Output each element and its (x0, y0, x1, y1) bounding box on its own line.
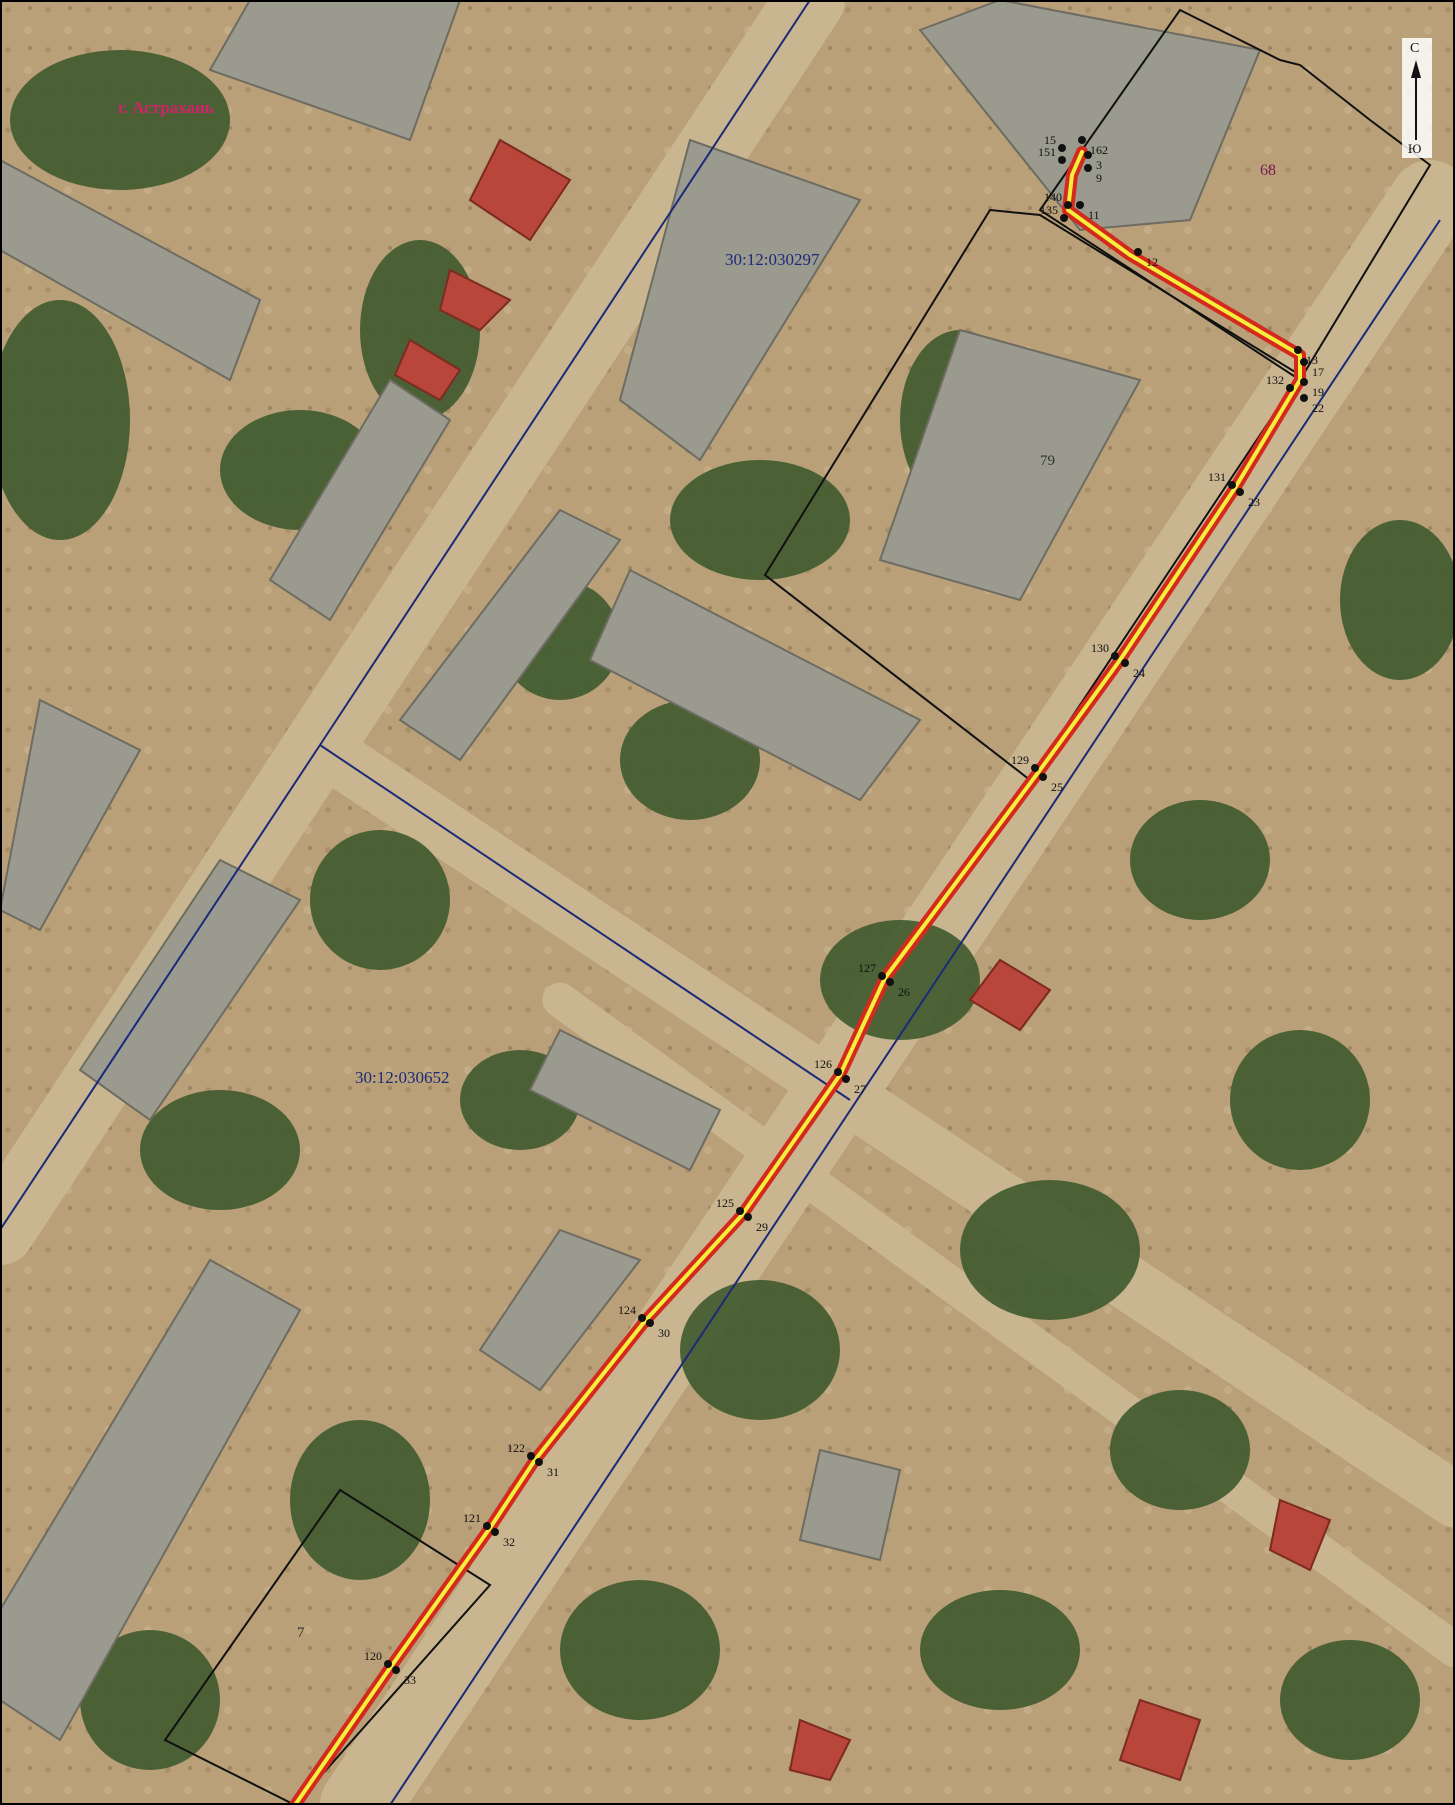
route-point-marker (491, 1528, 499, 1536)
route-point-label: 29 (756, 1220, 768, 1234)
route-point-label: 9 (1096, 171, 1102, 185)
route-point-marker (1286, 384, 1294, 392)
north-arrow-south-letter: Ю (1408, 141, 1421, 156)
route-point-marker (736, 1207, 744, 1215)
route-point-marker (1031, 764, 1039, 772)
route-point-marker (878, 972, 886, 980)
route-point-marker (1300, 358, 1308, 366)
route-point-marker (1058, 144, 1066, 152)
route-point-marker (1236, 488, 1244, 496)
route-point-label: 13 (1306, 353, 1318, 367)
route-point-marker (392, 1666, 400, 1674)
route-point-label: 151 (1038, 145, 1056, 159)
route-point-label: 23 (1248, 495, 1260, 509)
red-roofs (393, 138, 1332, 1782)
route-point-label: 135 (1040, 203, 1058, 217)
route-point-marker (744, 1213, 752, 1221)
parcel-label-79: 79 (1040, 453, 1055, 469)
route-point-marker (1060, 214, 1068, 222)
route-point-label: 32 (503, 1535, 515, 1549)
route-point-label: 12 (1146, 255, 1158, 269)
route-point-label: 130 (1091, 641, 1109, 655)
route-point-label: 162 (1090, 143, 1108, 157)
parcel-7-outline (163, 1488, 492, 1805)
route-point-label: 33 (404, 1673, 416, 1687)
quarter-label-30-12-030652: 30:12:030652 (355, 1068, 449, 1087)
route-point-label: 140 (1044, 190, 1062, 204)
route-point-marker (1078, 136, 1086, 144)
route-point-label: 127 (858, 961, 876, 975)
route-point-label: 126 (814, 1057, 832, 1071)
route-point-marker (886, 978, 894, 986)
route-point-marker (384, 1660, 392, 1668)
parcel-68-outline (1038, 8, 1432, 382)
route-point-label: 24 (1133, 666, 1145, 680)
route-point-label: 3 (1096, 158, 1102, 172)
route-point-label: 125 (716, 1196, 734, 1210)
route-point-marker (527, 1452, 535, 1460)
route-point-marker (1076, 201, 1084, 209)
city-label: г. Астрахань (118, 98, 214, 117)
route-point-label: 120 (364, 1649, 382, 1663)
route-point-label: 22 (1312, 401, 1324, 415)
route-point-marker (638, 1314, 646, 1322)
route-point-marker (1134, 248, 1142, 256)
parcel-label-68: 68 (1260, 162, 1276, 179)
route-point-marker (1300, 378, 1308, 386)
parcel-label-7: 7 (297, 1625, 305, 1641)
north-arrow-icon (1411, 60, 1421, 78)
route-point-marker (483, 1522, 491, 1530)
route-point-marker (535, 1458, 543, 1466)
route-point-marker (842, 1075, 850, 1083)
route-point-marker (1039, 773, 1047, 781)
route-point-label: 15 (1044, 133, 1056, 147)
north-arrow: С Ю (1402, 38, 1432, 158)
route-point-marker (1228, 481, 1236, 489)
north-arrow-north-letter: С (1410, 41, 1419, 56)
route-point-label: 132 (1266, 373, 1284, 387)
route-point-marker (1084, 164, 1092, 172)
route-point-marker (834, 1068, 842, 1076)
route-inner-line (293, 150, 1302, 1805)
buildings (0, 0, 1262, 1742)
route-point-label: 129 (1011, 753, 1029, 767)
route-point-marker (1058, 156, 1066, 164)
route-point-label: 27 (854, 1082, 866, 1096)
route-point-marker (1300, 394, 1308, 402)
quarter-label-30-12-030297: 30:12:030297 (725, 250, 820, 269)
route-point-label: 121 (463, 1511, 481, 1525)
route-point-label: 11 (1088, 208, 1100, 222)
route-point-marker (1121, 659, 1129, 667)
route-point-label: 19 (1312, 385, 1324, 399)
route-point-label: 30 (658, 1326, 670, 1340)
route-point-marker (1064, 201, 1072, 209)
route-point-label: 124 (618, 1303, 636, 1317)
route (289, 146, 1306, 1805)
route-point-marker (1294, 346, 1302, 354)
route-point-label: 122 (507, 1441, 525, 1455)
route-point-label: 131 (1208, 470, 1226, 484)
route-point-label: 26 (898, 985, 910, 999)
route-point-marker (646, 1319, 654, 1327)
route-point-label: 31 (547, 1465, 559, 1479)
route-point-marker (1084, 151, 1092, 159)
route-point-marker (1111, 652, 1119, 660)
route-point-label: 25 (1051, 780, 1063, 794)
parcel-boundaries (163, 8, 1432, 1805)
route-point-label: 17 (1312, 365, 1324, 379)
parcel-79-outline (763, 208, 1302, 782)
